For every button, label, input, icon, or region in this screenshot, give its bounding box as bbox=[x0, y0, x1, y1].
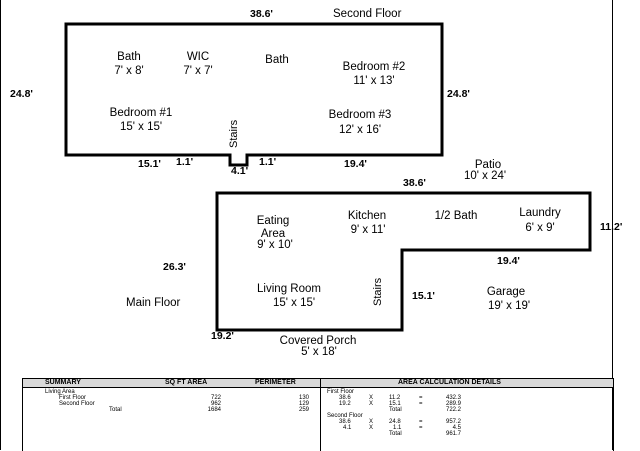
detail-result: 957.2 bbox=[445, 419, 461, 425]
room-name: Eating bbox=[256, 215, 290, 227]
summary-row-sqft: 1684 bbox=[207, 407, 221, 413]
second-floor-dim-left: 24.8' bbox=[10, 88, 33, 100]
patio-name: Patio bbox=[474, 159, 502, 171]
main-floor-dim-bottom: 19.2' bbox=[211, 330, 234, 342]
main-floor-dim-top: 38.6' bbox=[403, 177, 426, 189]
main-floor-stairs-label: Stairs bbox=[372, 277, 384, 306]
summary-row-perimeter: 130 bbox=[298, 395, 309, 401]
detail-total: 961.7 bbox=[445, 431, 461, 437]
header-summary: SUMMARY bbox=[45, 379, 81, 386]
detail-b: 11.2 bbox=[389, 395, 401, 401]
detail-a: 19.2 bbox=[339, 401, 351, 407]
room-size: 15' x 15' bbox=[119, 121, 163, 133]
main-floor-title: Main Floor bbox=[126, 297, 181, 309]
second-floor-dim-step-b: 1.1' bbox=[259, 156, 277, 168]
room-size: 15' x 15' bbox=[272, 297, 316, 309]
detail-total-label: Total bbox=[389, 431, 402, 437]
main-floor-dim-step-side: 15.1' bbox=[412, 290, 435, 302]
main-floor-dim-step-top: 19.4' bbox=[497, 255, 520, 267]
room-size: 11' x 13' bbox=[353, 75, 395, 87]
room-size: 6' x 9' bbox=[525, 222, 555, 234]
room-name: Bedroom #1 bbox=[109, 107, 173, 119]
room-name: Laundry bbox=[519, 207, 561, 219]
detail-eq: = bbox=[419, 395, 423, 401]
detail-a: 38.6 bbox=[339, 395, 351, 401]
second-floor-dim-step-depth: 4.1' bbox=[231, 165, 249, 177]
detail-a: 38.6 bbox=[339, 419, 351, 425]
room-name: Bath bbox=[117, 51, 141, 63]
summary-row-label: Total bbox=[109, 407, 122, 413]
detail-eq: = bbox=[419, 419, 423, 425]
detail-total: 722.2 bbox=[445, 407, 461, 413]
detail-b: 24.8 bbox=[389, 419, 401, 425]
detail-result: 289.9 bbox=[445, 401, 461, 407]
room-size: 12' x 16' bbox=[338, 124, 382, 136]
room-name: Garage bbox=[486, 286, 526, 298]
room-name-line2: Area bbox=[260, 228, 286, 240]
patio-size: 10' x 24' bbox=[463, 170, 507, 182]
header-details: AREA CALCULATION DETAILS bbox=[398, 379, 501, 386]
second-floor-dim-top: 38.6' bbox=[250, 8, 273, 20]
detail-a: 4.1 bbox=[343, 425, 352, 431]
summary-row-sqft: 962 bbox=[210, 401, 221, 407]
room-size: 9' x 10' bbox=[257, 239, 293, 251]
room-name: Bedroom #3 bbox=[328, 109, 392, 121]
detail-op: X bbox=[369, 401, 374, 407]
summary-row-perimeter: 129 bbox=[298, 401, 309, 407]
detail-b: 1.1 bbox=[393, 425, 402, 431]
page-border-left bbox=[0, 0, 1, 450]
room-size: 19' x 19' bbox=[487, 300, 531, 312]
room-size: 7' x 8' bbox=[114, 65, 144, 77]
detail-eq: = bbox=[419, 425, 423, 431]
room-name: Kitchen bbox=[347, 210, 387, 222]
second-floor-dim-bottom-right: 19.4' bbox=[344, 158, 367, 170]
main-floor-outline bbox=[215, 191, 592, 332]
detail-op: X bbox=[369, 395, 374, 401]
header-perimeter: PERIMETER bbox=[255, 379, 296, 386]
room-name: Living Room bbox=[257, 283, 321, 295]
porch-size: 5' x 18' bbox=[301, 346, 337, 358]
second-floor-dim-bottom-left: 15.1' bbox=[138, 158, 161, 170]
second-floor-dim-right: 24.8' bbox=[447, 88, 470, 100]
room-name: Bath bbox=[265, 54, 289, 66]
summary-row-perimeter: 259 bbox=[298, 407, 309, 413]
room-name: 1/2 Bath bbox=[434, 210, 478, 222]
area-summary-table: SUMMARY SQ FT AREA PERIMETER AREA CALCUL… bbox=[22, 378, 614, 451]
detail-total-label: Total bbox=[389, 407, 402, 413]
second-floor-dim-step-a: 1.1' bbox=[176, 156, 194, 168]
detail-result: 432.3 bbox=[445, 395, 461, 401]
summary-header-row: SUMMARY SQ FT AREA PERIMETER AREA CALCUL… bbox=[23, 379, 613, 388]
summary-divider bbox=[320, 379, 321, 451]
room-name: Bedroom #2 bbox=[342, 61, 406, 73]
second-floor-title: Second Floor bbox=[333, 8, 402, 20]
detail-op: X bbox=[369, 419, 374, 425]
porch-name: Covered Porch bbox=[279, 335, 357, 347]
main-floor-dim-right: 11.2' bbox=[600, 221, 623, 233]
second-floor-outline bbox=[64, 22, 444, 167]
page-border-right bbox=[612, 0, 613, 450]
room-size: 7' x 7' bbox=[183, 65, 213, 77]
second-floor-stairs-label: Stairs bbox=[228, 119, 240, 148]
room-size: 9' x 11' bbox=[350, 224, 386, 236]
detail-eq: = bbox=[419, 401, 423, 407]
room-name: WIC bbox=[186, 51, 210, 63]
summary-row-label: Second Floor bbox=[59, 401, 95, 407]
detail-first-floor-label: First Floor bbox=[327, 389, 354, 395]
summary-row-label: First Floor bbox=[59, 395, 86, 401]
summary-row-sqft: 722 bbox=[210, 395, 221, 401]
detail-b: 15.1 bbox=[389, 401, 401, 407]
header-sqft: SQ FT AREA bbox=[165, 379, 208, 386]
detail-second-floor-label: Second Floor bbox=[327, 413, 363, 419]
summary-row-label: Living Area bbox=[45, 389, 75, 395]
detail-op: X bbox=[369, 425, 374, 431]
main-floor-dim-left: 26.3' bbox=[163, 261, 186, 273]
detail-result: 4.5 bbox=[452, 425, 461, 431]
